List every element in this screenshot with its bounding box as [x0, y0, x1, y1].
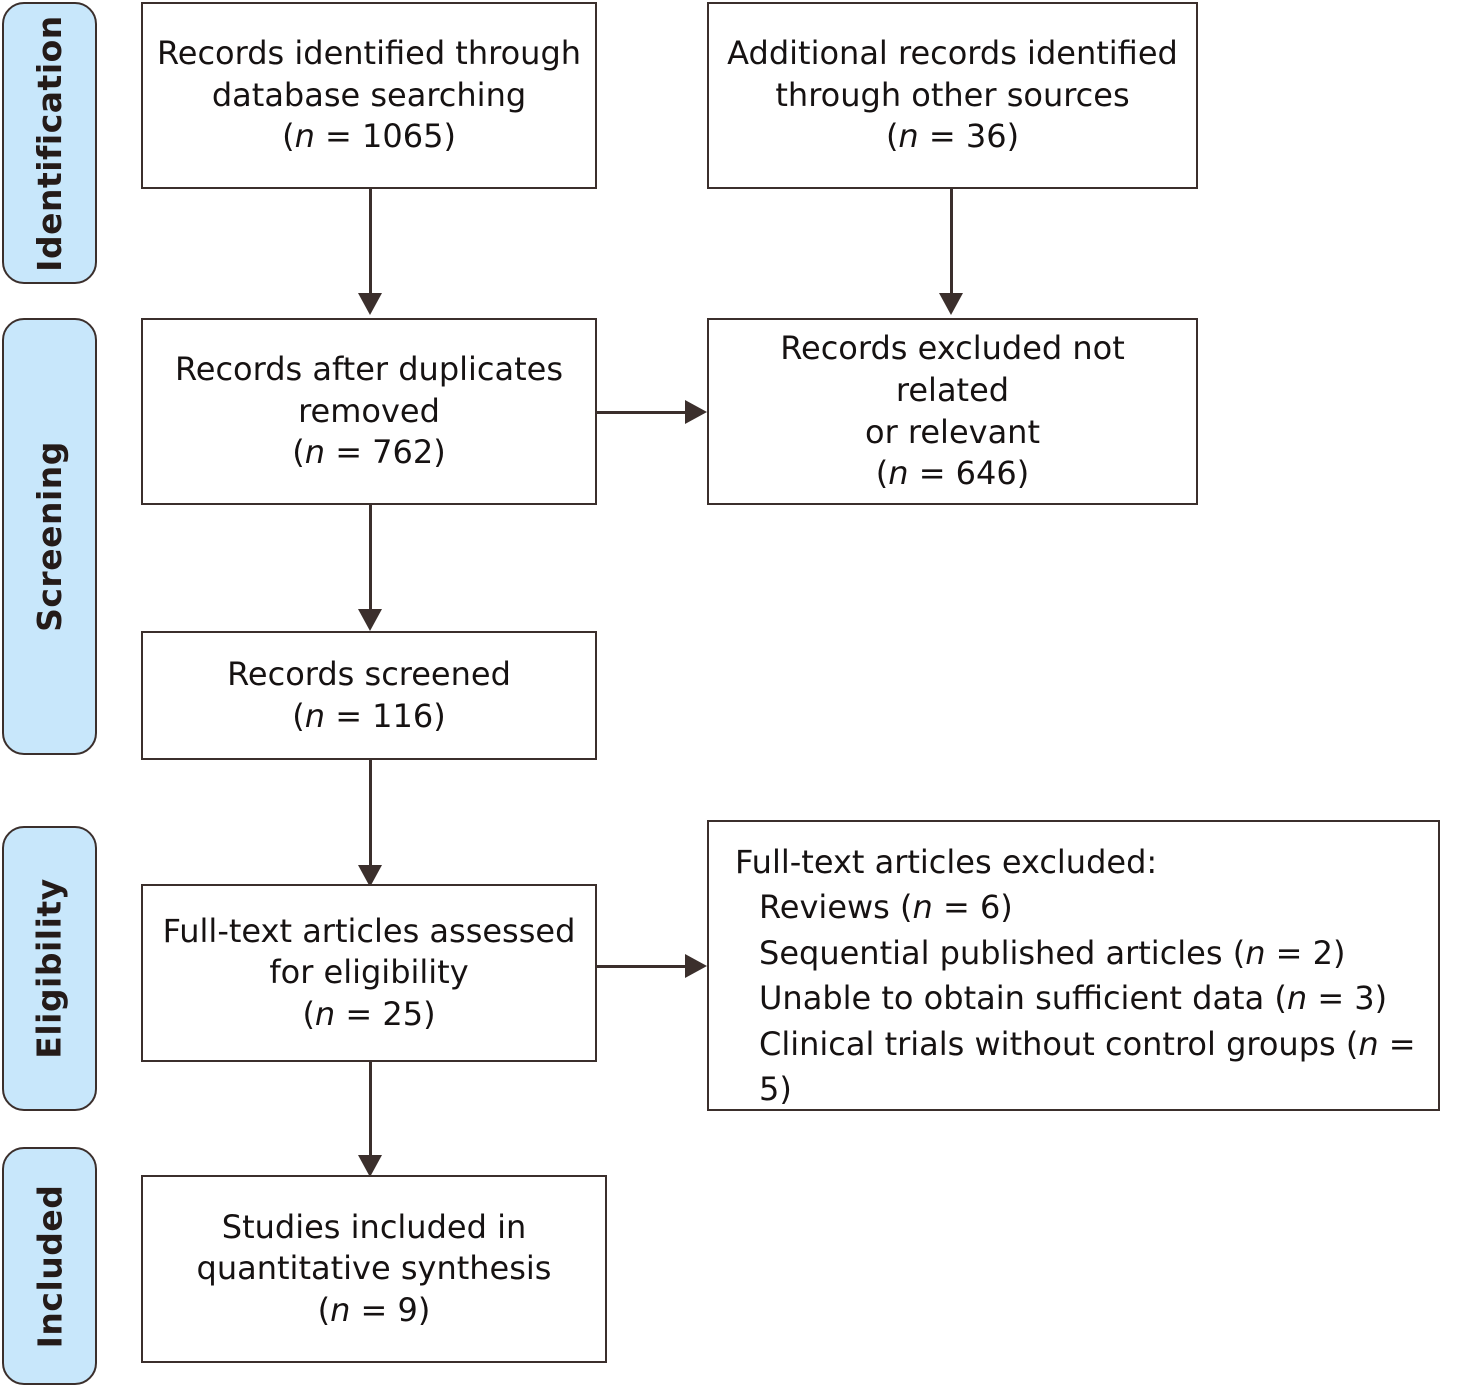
box-additional-records-text: Additional records identified through ot…: [721, 33, 1184, 158]
arrowhead-screened-to-fulltext: [358, 865, 382, 887]
stage-tab-eligibility-label: Eligibility: [30, 878, 70, 1059]
fulltext-excluded-reason: Clinical trials without control groups (…: [759, 1024, 1416, 1109]
arrowhead-duplicates-to-screened: [358, 609, 382, 631]
text-line: quantitative synthesis: [196, 1249, 552, 1288]
box-records-after-duplicates: Records after duplicates removed (n = 76…: [141, 318, 597, 505]
n-symbol: n: [304, 433, 326, 472]
text-line: for eligibility: [269, 953, 469, 992]
count-value: 3: [1354, 979, 1375, 1018]
connector-duplicates-to-screened: [369, 505, 372, 611]
box-records-screened-text: Records screened (n = 116): [155, 654, 583, 737]
stage-tab-identification-label: Identification: [30, 14, 69, 272]
box-fulltext-assessed: Full-text articles assessed for eligibil…: [141, 884, 597, 1062]
n-symbol: n: [314, 994, 336, 1033]
count-value: 25: [382, 994, 424, 1033]
connector-duplicates-to-excluded: [597, 411, 687, 414]
n-symbol: n: [912, 888, 933, 927]
text-line-count: (n = 646): [875, 454, 1030, 493]
text-line: Studies included in: [221, 1207, 527, 1246]
stage-tab-identification: Identification: [2, 2, 97, 284]
n-symbol: n: [1358, 1024, 1379, 1063]
box-records-identified: Records identified through database sear…: [141, 2, 597, 189]
count-value: 1065: [362, 117, 444, 156]
n-symbol: n: [304, 696, 326, 735]
arrowhead-duplicates-to-excluded: [685, 400, 707, 424]
arrowhead-fulltext-to-included: [358, 1155, 382, 1177]
n-symbol: n: [1286, 979, 1308, 1018]
box-fulltext-assessed-text: Full-text articles assessed for eligibil…: [155, 911, 583, 1036]
count-value: 762: [372, 433, 434, 472]
text-line-count: (n = 116): [292, 696, 446, 735]
connector-fulltext-to-included: [369, 1062, 372, 1157]
text-line: Records excluded not related: [780, 329, 1125, 409]
fulltext-excluded-reason: Reviews (n = 6): [759, 888, 1013, 927]
box-records-after-duplicates-text: Records after duplicates removed (n = 76…: [155, 349, 583, 474]
count-value: 2: [1312, 933, 1333, 972]
connector-identified-to-duplicates: [369, 189, 372, 295]
text-line-count: (n = 1065): [282, 117, 456, 156]
text-line: or relevant: [865, 412, 1040, 451]
text-line-count: (n = 9): [317, 1290, 431, 1329]
fulltext-excluded-reason: Sequential published articles (n = 2): [759, 933, 1346, 972]
n-symbol: n: [294, 117, 315, 156]
count-value: 36: [965, 117, 1007, 156]
n-symbol: n: [330, 1290, 351, 1329]
fulltext-excluded-reason: Unable to obtain sufficient data (n = 3): [759, 979, 1388, 1018]
n-symbol: n: [898, 117, 919, 156]
text-line-count: (n = 25): [302, 994, 436, 1033]
arrowhead-additional-to-excluded: [939, 293, 963, 315]
stage-tab-eligibility: Eligibility: [2, 826, 97, 1111]
box-records-identified-text: Records identified through database sear…: [155, 33, 583, 158]
text-line: database searching: [211, 75, 527, 114]
count-value: 5: [759, 1070, 780, 1109]
box-studies-included: Studies included in quantitative synthes…: [141, 1175, 607, 1363]
stage-tab-screening-label: Screening: [30, 441, 70, 632]
arrowhead-fulltext-to-excluded: [685, 954, 707, 978]
n-symbol: n: [888, 454, 909, 493]
arrowhead-identified-to-duplicates: [358, 293, 382, 315]
text-line-count: (n = 36): [885, 117, 1020, 156]
n-symbol: n: [1245, 933, 1266, 972]
stage-tab-screening: Screening: [2, 318, 97, 755]
box-fulltext-excluded: Full-text articles excluded: Reviews (n …: [707, 820, 1440, 1111]
fulltext-excluded-heading: Full-text articles excluded:: [735, 843, 1158, 881]
text-line: Records after duplicates: [174, 350, 564, 389]
stage-tab-included: Included: [2, 1147, 97, 1385]
count-value: 646: [955, 454, 1017, 493]
text-line: Additional records identified: [727, 34, 1178, 73]
connector-additional-to-excluded: [950, 189, 953, 295]
text-line: Full-text articles assessed: [162, 911, 576, 950]
text-line: removed: [298, 391, 440, 430]
count-value: 116: [372, 696, 434, 735]
connector-screened-to-fulltext: [369, 760, 372, 867]
box-additional-records: Additional records identified through ot…: [707, 2, 1198, 189]
box-records-screened: Records screened (n = 116): [141, 631, 597, 760]
count-value: 9: [397, 1290, 418, 1329]
box-records-excluded: Records excluded not related or relevant…: [707, 318, 1198, 505]
text-line: Records identified through: [156, 34, 582, 73]
text-line: through other sources: [775, 75, 1130, 114]
stage-tab-included-label: Included: [30, 1184, 70, 1348]
text-line: Records screened: [227, 654, 511, 693]
box-records-excluded-text: Records excluded not related or relevant…: [721, 328, 1184, 494]
connector-fulltext-to-excluded: [597, 965, 687, 968]
box-studies-included-text: Studies included in quantitative synthes…: [155, 1207, 593, 1332]
text-line-count: (n = 762): [292, 433, 446, 472]
count-value: 6: [979, 888, 1001, 927]
